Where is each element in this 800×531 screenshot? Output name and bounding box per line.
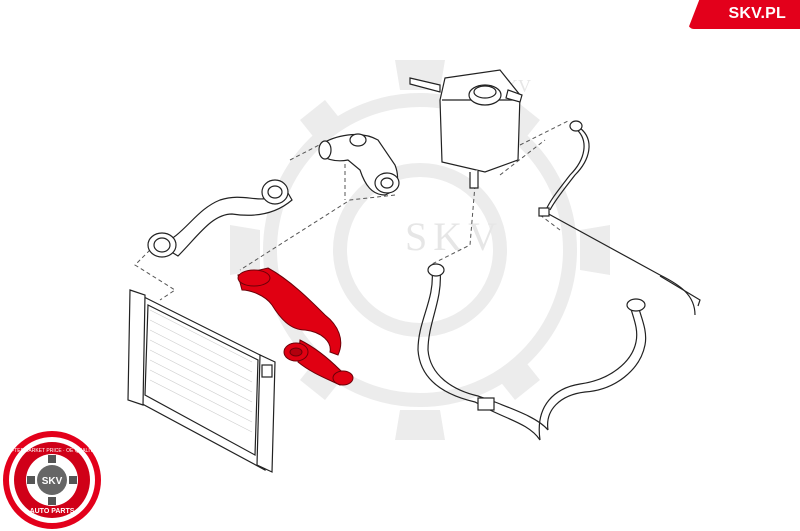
bleed-pipe [538,120,701,316]
skv-auto-parts-logo: SKV AFTERMARKET PRICE · OE QUALITY AUTO … [3,431,101,529]
brand-logo-text[interactable]: SKV.PL [728,5,786,22]
radiator [127,289,276,473]
thermostat-housing [318,133,400,196]
highlighted-radiator-hose [237,267,354,386]
brand-tab [688,0,800,29]
upper-left-hose [147,179,293,258]
logo-ring-top: AFTERMARKET PRICE · OE QUALITY [8,448,97,454]
expansion-tank [409,69,523,189]
lower-hose [417,263,647,441]
logo-ring-bottom: AUTO PARTS [30,508,75,515]
watermark-text: SKV [405,214,503,259]
logo-center-text: SKV [42,476,63,487]
